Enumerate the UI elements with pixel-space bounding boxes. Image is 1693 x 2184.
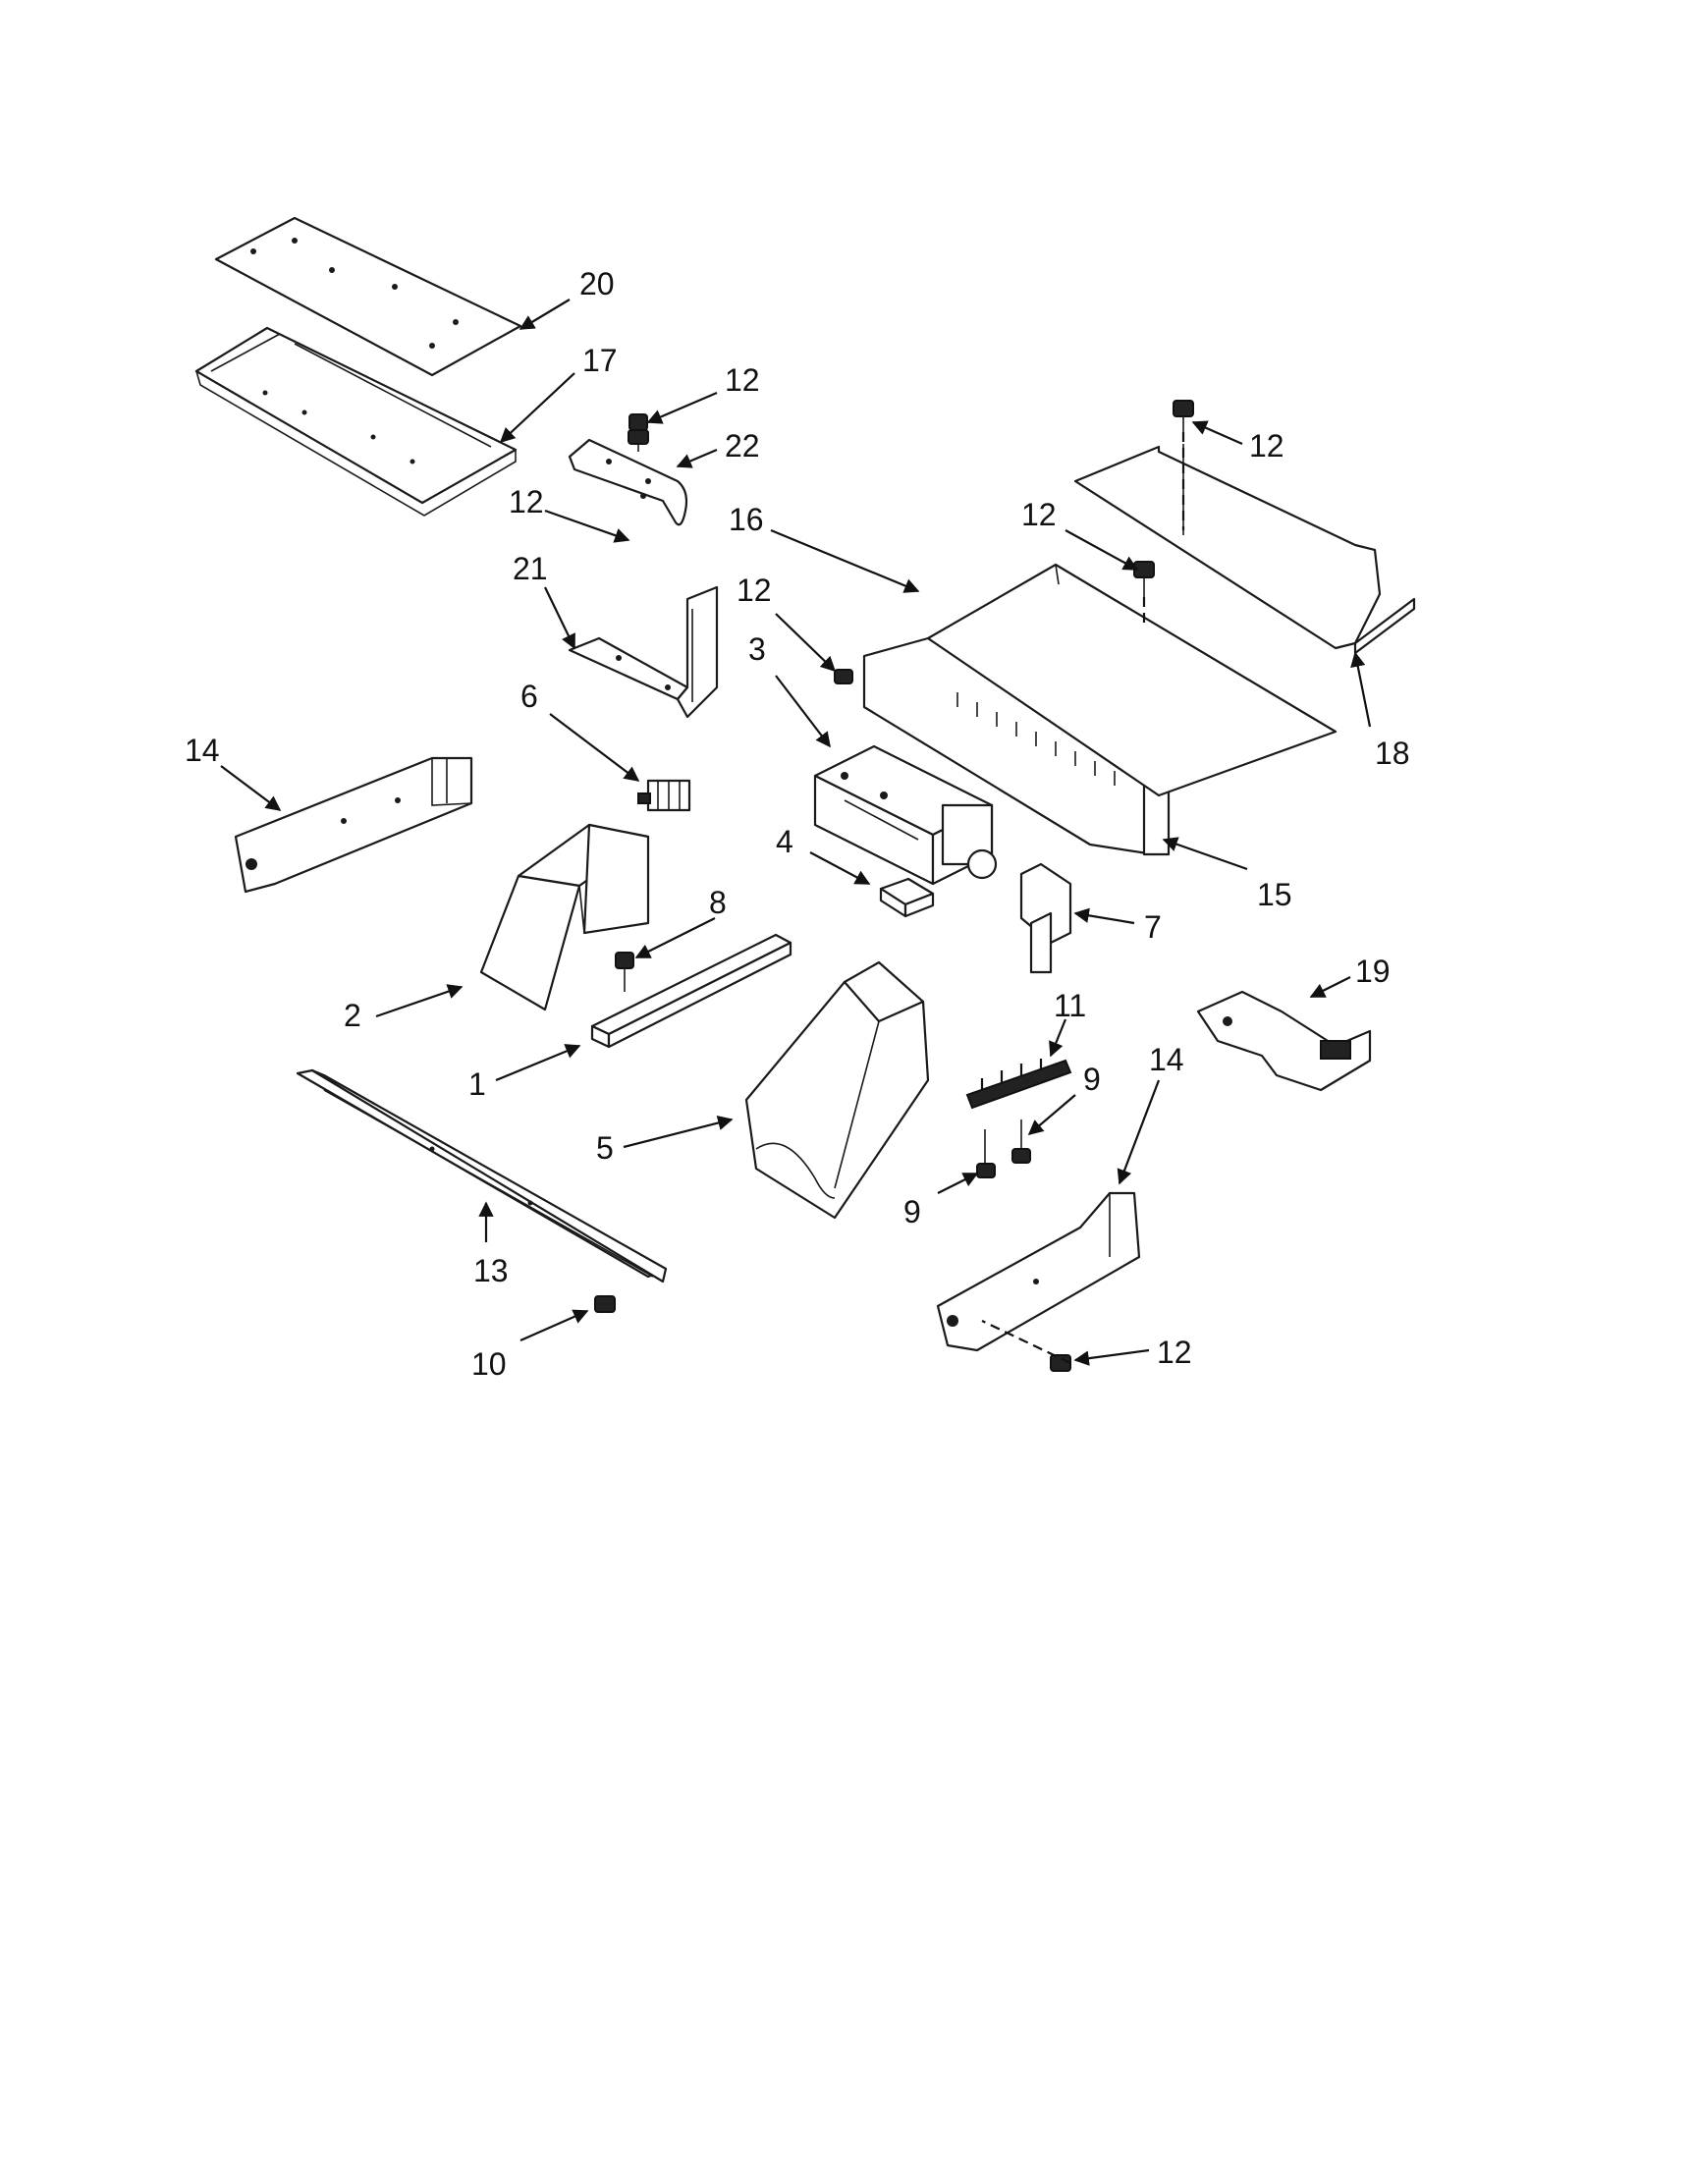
part-2-duct bbox=[479, 823, 650, 1011]
callout-14-left: 14 bbox=[185, 733, 220, 768]
leader-lines bbox=[220, 299, 1372, 1366]
part-13-rail bbox=[296, 1068, 668, 1283]
screw-8 bbox=[615, 952, 634, 992]
part-4-block bbox=[879, 877, 935, 918]
part-18-panel bbox=[1073, 444, 1416, 655]
part-1-channel bbox=[590, 933, 792, 1049]
callout-12-center: 12 bbox=[737, 573, 772, 608]
callout-22: 22 bbox=[725, 428, 760, 464]
callout-3: 3 bbox=[748, 631, 766, 667]
part-19-bracket bbox=[1196, 990, 1372, 1092]
callout-15: 15 bbox=[1257, 877, 1292, 912]
callout-21: 21 bbox=[513, 551, 548, 586]
callout-1: 1 bbox=[468, 1066, 486, 1102]
screw-12-mid-right bbox=[1133, 561, 1155, 597]
screw-9-right bbox=[1011, 1119, 1031, 1164]
callout-9-left: 9 bbox=[903, 1194, 921, 1229]
callout-11: 11 bbox=[1054, 988, 1086, 1023]
part-14-left-rail bbox=[234, 756, 473, 894]
callout-5: 5 bbox=[596, 1130, 614, 1166]
callout-12-top-right: 12 bbox=[1249, 428, 1284, 464]
part-11-clip bbox=[965, 1059, 1072, 1110]
callout-labels: 20 17 12 22 12 21 6 14 16 12 3 12 12 18 … bbox=[185, 266, 1410, 1382]
screw-9-left bbox=[976, 1129, 996, 1178]
part-17-tray bbox=[194, 326, 518, 517]
part-5-duct-tray bbox=[744, 960, 930, 1220]
callout-6: 6 bbox=[520, 679, 538, 714]
callout-13: 13 bbox=[473, 1253, 509, 1288]
callout-12-mid-right: 12 bbox=[1021, 497, 1057, 532]
callout-20: 20 bbox=[579, 266, 615, 301]
callout-7: 7 bbox=[1144, 909, 1162, 945]
callout-2: 2 bbox=[344, 998, 361, 1033]
screw-12-bottom-right bbox=[1050, 1354, 1071, 1372]
callout-9-right: 9 bbox=[1083, 1062, 1101, 1097]
callout-17: 17 bbox=[582, 343, 618, 378]
part-6-terminal bbox=[637, 779, 691, 812]
part-3-control-assembly bbox=[813, 744, 998, 886]
part-21-bracket bbox=[568, 585, 719, 719]
part-22-bracket bbox=[568, 438, 688, 526]
screw-12-21 bbox=[628, 429, 649, 445]
vent-slots bbox=[956, 692, 1116, 786]
part-7-bracket bbox=[1019, 862, 1072, 974]
screw-12-center bbox=[834, 669, 853, 684]
part-14-right-rail bbox=[936, 1191, 1141, 1352]
callout-8: 8 bbox=[709, 885, 727, 920]
callout-12-21: 12 bbox=[509, 484, 544, 519]
callout-19: 19 bbox=[1355, 954, 1391, 989]
screw-12-top-right bbox=[1173, 400, 1194, 432]
callout-4: 4 bbox=[776, 824, 793, 859]
screw-10 bbox=[594, 1295, 616, 1313]
callout-10: 10 bbox=[471, 1346, 507, 1382]
part-16-top-panel bbox=[926, 563, 1338, 797]
callout-12-bottom-right: 12 bbox=[1157, 1335, 1192, 1370]
callout-16: 16 bbox=[729, 502, 764, 537]
callout-18: 18 bbox=[1375, 736, 1410, 771]
callout-12-top-left: 12 bbox=[725, 362, 760, 398]
callout-14-right: 14 bbox=[1149, 1042, 1184, 1077]
